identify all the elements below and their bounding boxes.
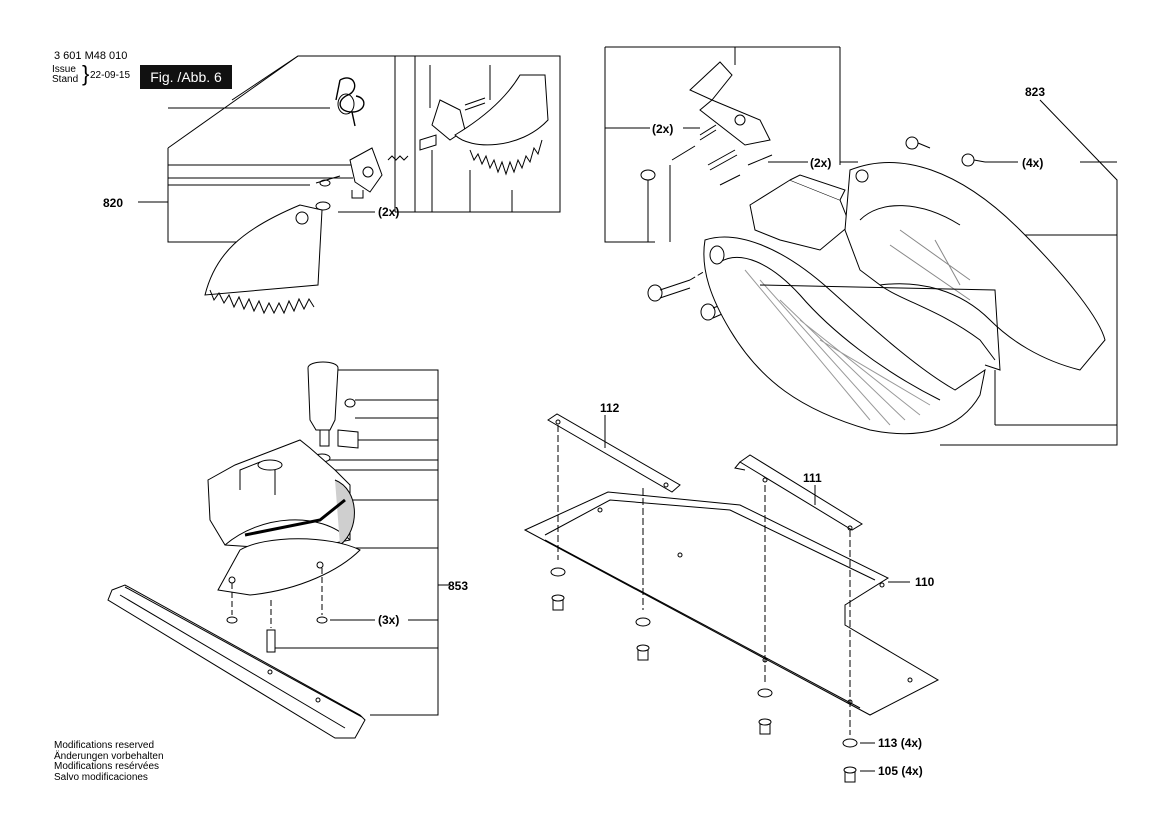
callout-820-qty: (2x) bbox=[378, 205, 399, 219]
callout-110: 110 bbox=[915, 575, 935, 589]
brace-glyph: } bbox=[82, 61, 90, 86]
footer-line-de: Änderungen vorbehalten bbox=[54, 750, 164, 762]
footer-line-es: Salvo modificaciones bbox=[54, 771, 148, 783]
callout-823: 823 bbox=[1025, 85, 1045, 99]
document-number: 3 601 M48 010 bbox=[54, 50, 128, 62]
callout-111: 111 bbox=[803, 471, 822, 485]
group-820-drawing: 820 (2x) bbox=[103, 55, 561, 315]
stand-label: Stand bbox=[52, 74, 79, 85]
callout-820: 820 bbox=[103, 196, 123, 210]
group-823-drawing: 823 (2x) (2x) (4x) bbox=[604, 46, 1118, 446]
footer-line-fr: Modifications resérvées bbox=[54, 761, 160, 772]
group-110-drawing: 112 111 110 113 (4x) 105 (4x) bbox=[523, 401, 940, 783]
callout-823-qty-b: (2x) bbox=[810, 156, 831, 170]
figure-badge: Fig. /Abb. 6 bbox=[140, 65, 232, 89]
issue-date: 22-09-15 bbox=[90, 70, 131, 81]
callout-823-qty-a: (2x) bbox=[652, 122, 673, 136]
callout-105: 105 (4x) bbox=[878, 764, 923, 778]
footer-line-en: Modifications reserved bbox=[54, 740, 155, 751]
footer-notes: Modifications reserved Änderungen vorbeh… bbox=[54, 740, 164, 783]
callout-823-qty-c: (4x) bbox=[1022, 156, 1043, 170]
callout-113: 113 (4x) bbox=[878, 736, 922, 750]
issue-stand-label: Issue Stand } bbox=[52, 63, 89, 85]
callout-112: 112 bbox=[600, 401, 620, 415]
callout-853-qty: (3x) bbox=[378, 613, 399, 627]
group-853-drawing: 853 (3x) bbox=[107, 361, 468, 739]
callout-853: 853 bbox=[448, 579, 468, 593]
issue-label: Issue bbox=[52, 64, 76, 75]
